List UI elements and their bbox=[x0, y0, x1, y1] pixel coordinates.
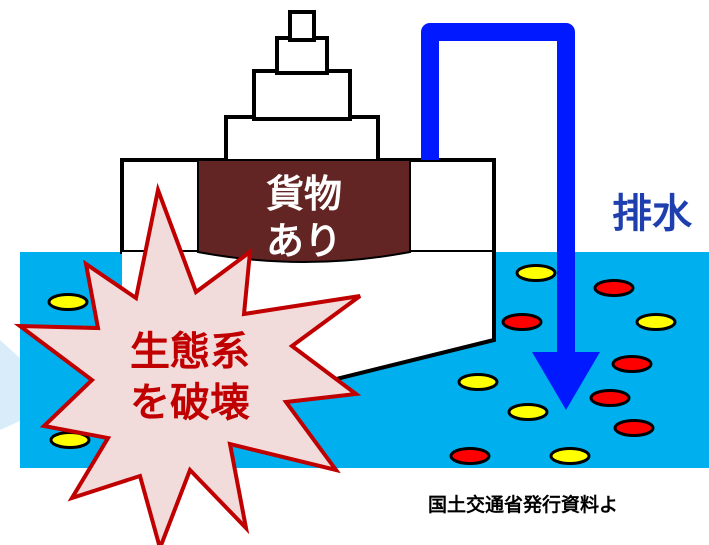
cargo-label-line2: あり bbox=[266, 219, 342, 263]
organism-yellow bbox=[507, 403, 549, 421]
cargo-hold bbox=[197, 159, 411, 263]
ship-deck-tier-3 bbox=[275, 36, 329, 75]
organism-red bbox=[593, 279, 635, 297]
left-edge-decoration bbox=[0, 340, 22, 430]
burst-label-line1: 生態系 bbox=[130, 329, 250, 375]
organism-yellow bbox=[515, 264, 557, 282]
ecosystem-damage-burst bbox=[13, 182, 362, 545]
organism-red bbox=[611, 355, 653, 373]
organism-red bbox=[589, 389, 631, 407]
organism-yellow bbox=[457, 373, 499, 391]
discharge-arrow bbox=[421, 23, 600, 410]
cargo-label-line1: 貨物 bbox=[266, 172, 342, 216]
discharge-label: 排水 bbox=[612, 191, 693, 237]
source-note: 国土交通省発行資料よ bbox=[428, 493, 618, 516]
organism-yellow bbox=[635, 313, 677, 331]
ship-deck-tier-2 bbox=[252, 69, 352, 121]
discharge-arrow-shaft bbox=[421, 23, 575, 355]
organism-red bbox=[501, 313, 543, 331]
organism-yellow bbox=[549, 447, 591, 465]
ship-deck-tier-1 bbox=[224, 115, 380, 164]
organism-red bbox=[449, 447, 491, 465]
ship-hull-outline bbox=[299, 252, 496, 390]
organism-red bbox=[613, 419, 655, 437]
organism-yellow bbox=[47, 293, 89, 311]
burst-label-line2: を破壊 bbox=[130, 380, 250, 426]
organisms-group bbox=[47, 264, 677, 465]
discharge-arrow-head bbox=[532, 352, 600, 410]
ship-funnel bbox=[288, 10, 316, 42]
